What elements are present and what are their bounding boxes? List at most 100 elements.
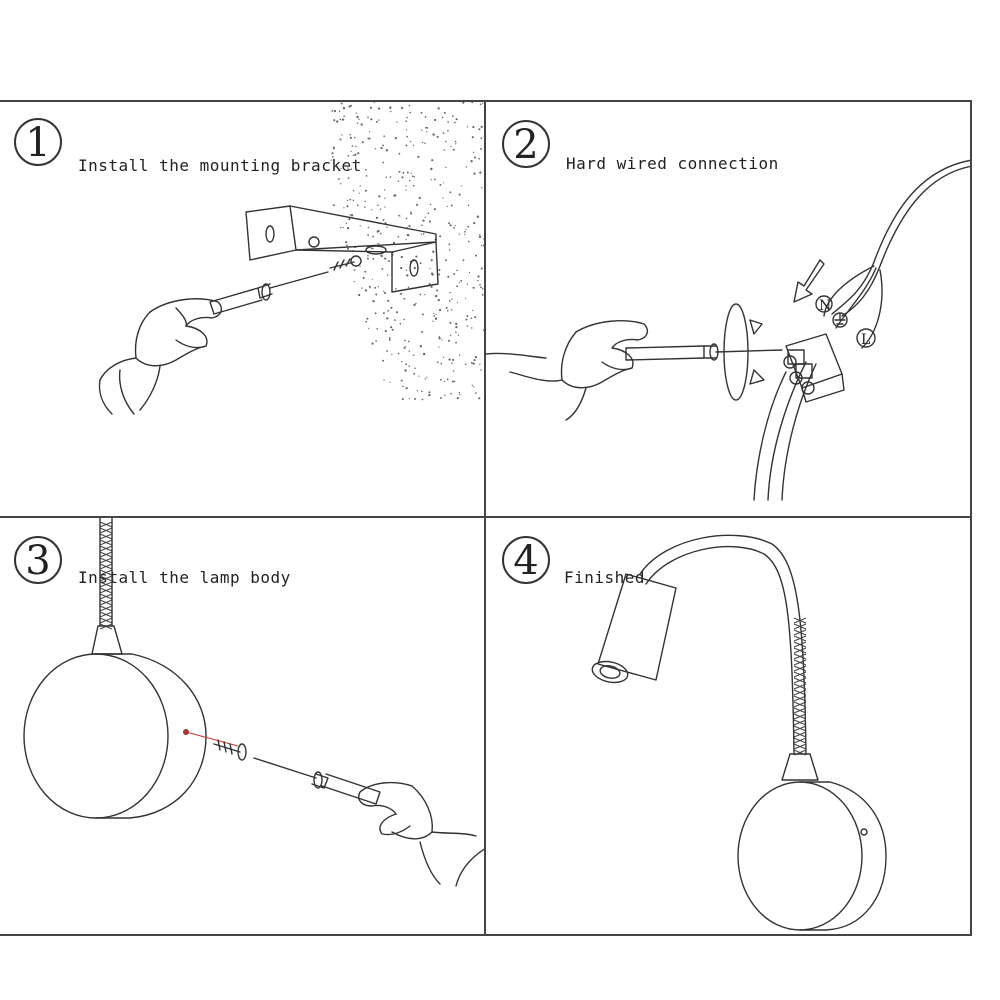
wall-dot [482, 102, 484, 105]
wall-dot [412, 354, 415, 356]
wall-dot [355, 161, 358, 163]
wall-dot [397, 352, 400, 355]
wall-dot [392, 241, 396, 245]
wall-dot [377, 229, 380, 233]
wall-dot [479, 284, 481, 286]
wall-dot [365, 175, 368, 177]
wall-dot [413, 176, 416, 178]
wall-dot [383, 290, 385, 292]
wall-dot [366, 317, 369, 320]
wall-dot [471, 384, 474, 387]
wall-dot [406, 233, 409, 236]
wall-dot [359, 265, 361, 268]
wall-dot [446, 309, 449, 312]
mounting-bracket-illustration [98, 102, 484, 415]
wall-dot [468, 271, 471, 274]
wall-dot [399, 322, 402, 325]
wall-dot [433, 208, 436, 211]
wall-dot [424, 116, 427, 118]
braided-gooseneck [793, 617, 807, 756]
wall-dot [384, 330, 387, 333]
braid-stroke [99, 557, 113, 564]
wall-dot [385, 149, 389, 152]
wall-dot [439, 235, 442, 238]
wall-dot [409, 111, 412, 114]
wall-dot [377, 286, 379, 288]
wall-dot [465, 166, 467, 168]
wall-dot [438, 346, 440, 348]
wall-dot [390, 306, 393, 309]
braid-stroke [793, 665, 807, 672]
wall-dot [356, 204, 359, 207]
wall-dot [380, 147, 383, 150]
wall-dot [421, 141, 424, 144]
braid-stroke [99, 611, 113, 618]
wall-dot [382, 359, 384, 362]
wall-dot [438, 308, 442, 312]
wall-dot [405, 120, 408, 123]
wall-dot [346, 244, 348, 247]
wall-dot [350, 168, 353, 171]
wall-dot [367, 226, 370, 229]
wall-dot [368, 137, 371, 140]
wall-dot [406, 129, 408, 131]
wall-dot [467, 204, 470, 207]
wall-dot [420, 330, 424, 333]
wall-dot [391, 353, 393, 355]
wall-dot [414, 398, 416, 400]
wall-dot [408, 365, 410, 367]
wall-dot [449, 334, 452, 336]
wall-dot [367, 254, 369, 257]
wall-dot [477, 275, 480, 278]
wall-dot [454, 224, 456, 227]
wall-dot [452, 370, 455, 372]
wall-dot [460, 279, 463, 282]
wall-dot [405, 217, 408, 220]
wall-dot [333, 119, 336, 122]
wall-dot [430, 179, 432, 181]
wall-dot [459, 393, 461, 396]
wall-dot [470, 317, 473, 320]
step-1-number: 1 [14, 118, 62, 166]
wall-dot [404, 346, 406, 348]
wall-dot [438, 268, 441, 272]
wall-dot [406, 135, 409, 138]
wall-dot [367, 116, 369, 119]
lamp-body-illustration [23, 518, 484, 887]
wall-dot [454, 140, 457, 143]
wall-dot [452, 148, 455, 151]
wall-dot [426, 131, 428, 133]
step-2-number: 2 [502, 120, 550, 168]
wall-dot [368, 131, 371, 133]
wall-dot [470, 361, 473, 364]
screw [213, 739, 247, 761]
wall-dot [464, 297, 467, 299]
braid-stroke [99, 551, 113, 558]
wall-dot [424, 378, 427, 380]
wall-dot [454, 121, 456, 124]
wall-dot [358, 192, 360, 194]
wall-dot [467, 240, 470, 243]
braid-stroke [793, 695, 807, 702]
wall-dot [447, 129, 449, 132]
wall-dot [361, 287, 363, 289]
wall-dot [405, 189, 407, 191]
finished-lamp-illustration [591, 534, 887, 931]
wall-dot [352, 154, 355, 157]
wall-dot [345, 222, 348, 225]
wall-dot [388, 337, 391, 339]
wall-dot [448, 300, 451, 302]
wall-dot [455, 331, 457, 334]
wall-dot [389, 339, 391, 341]
wall-dot [418, 375, 420, 377]
wall-dot [451, 380, 454, 383]
wall-dot [344, 164, 347, 167]
wall-dot [374, 286, 377, 289]
wall-dot [375, 293, 378, 296]
wall-dot [456, 285, 459, 288]
wall-dot [374, 148, 377, 150]
braid-stroke [793, 731, 807, 738]
wall-dot [430, 272, 434, 275]
wall-dot [438, 273, 441, 276]
wall-dot [429, 203, 432, 206]
